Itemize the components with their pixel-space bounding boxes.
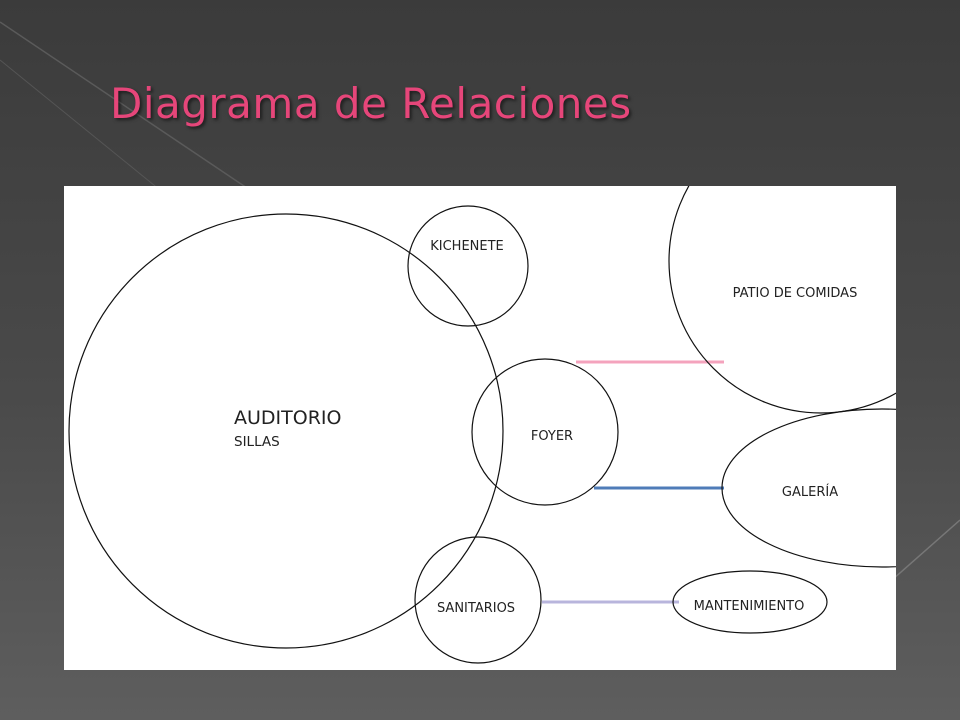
- slide-title: Diagrama de Relaciones: [110, 79, 632, 128]
- space-labels: AUDITORIO SILLAS KICHENETE FOYER SANITAR…: [234, 239, 857, 616]
- galeria-ellipse: [721, 408, 896, 568]
- foyer-label: FOYER: [531, 429, 573, 444]
- patio-label: PATIO DE COMIDAS: [733, 286, 858, 301]
- sanitarios-label: SANITARIOS: [437, 601, 515, 616]
- mantenimiento-label: MANTENIMIENTO: [694, 599, 805, 614]
- auditorio-label: AUDITORIO: [234, 407, 341, 429]
- kichenete-label: KICHENETE: [430, 239, 504, 254]
- auditorio-circle: [68, 213, 504, 649]
- patio-circle: [668, 186, 896, 414]
- mantenimiento-ellipse: [672, 570, 828, 634]
- space-nodes: [68, 186, 896, 664]
- relationship-diagram: AUDITORIO SILLAS KICHENETE FOYER SANITAR…: [64, 186, 896, 670]
- connections: [542, 360, 724, 604]
- kichenete-circle: [407, 205, 529, 327]
- foyer-circle: [471, 358, 619, 506]
- auditorio-detail-label: SILLAS: [234, 434, 280, 450]
- galeria-label: GALERÍA: [782, 484, 838, 500]
- sanitarios-circle: [414, 536, 542, 664]
- diagram-canvas: AUDITORIO SILLAS KICHENETE FOYER SANITAR…: [68, 186, 896, 664]
